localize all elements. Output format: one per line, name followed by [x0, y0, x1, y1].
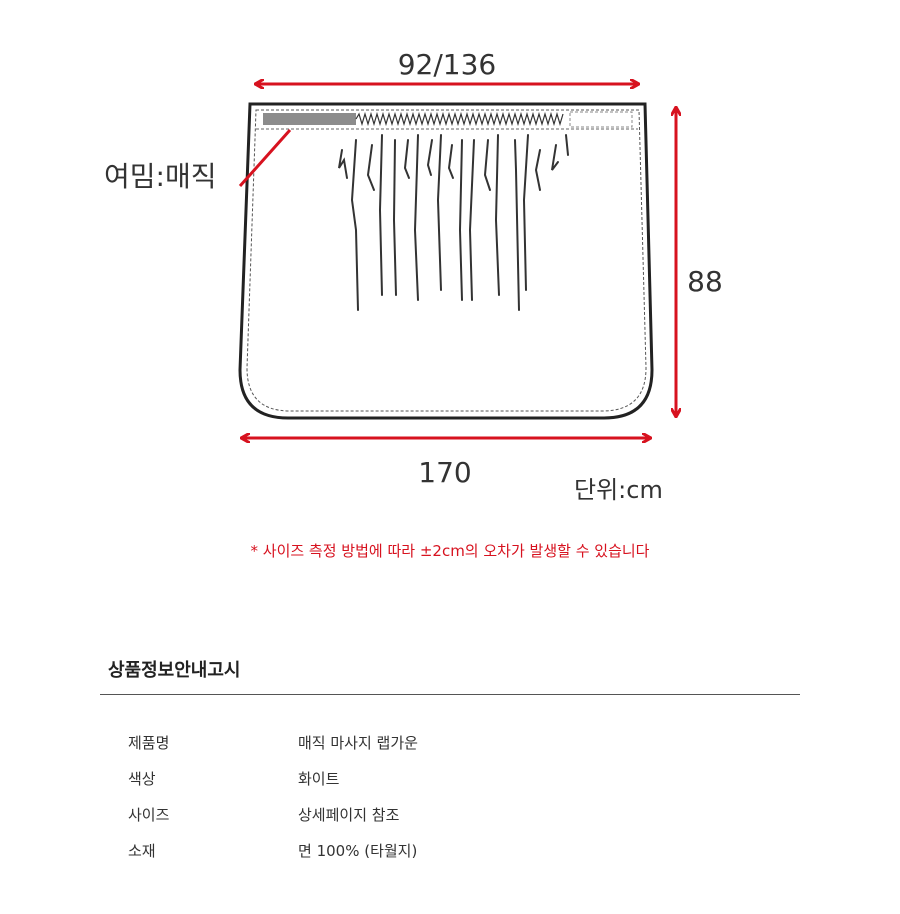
bottom-width-label: 170	[418, 456, 471, 489]
info-label: 색상	[128, 769, 156, 788]
product-info-table: 제품명 매직 마사지 랩가운 색상 화이트 사이즈 상세페이지 참조 소재 면 …	[128, 724, 800, 868]
size-diagram: 92/136 88 170 여밈:매직 단위:cm	[104, 48, 723, 504]
height-label: 88	[687, 265, 723, 298]
zigzag-stitch	[355, 111, 564, 127]
info-label: 제품명	[128, 733, 170, 752]
size-note: * 사이즈 측정 방법에 따라 ±2cm의 오차가 발생할 수 있습니다	[250, 542, 650, 560]
info-row-material: 소재 면 100% (타월지)	[128, 832, 800, 868]
info-row-size: 사이즈 상세페이지 참조	[128, 796, 800, 832]
info-row-product-name: 제품명 매직 마사지 랩가운	[128, 724, 800, 760]
velcro-strip	[263, 113, 356, 125]
section-divider	[100, 694, 800, 695]
info-value: 상세페이지 참조	[298, 805, 400, 824]
garment-outline	[238, 102, 654, 420]
hem-label: 여밈:매직	[104, 160, 216, 193]
top-width-label: 92/136	[398, 48, 497, 81]
garment-stitching	[246, 109, 647, 412]
info-value: 화이트	[298, 769, 340, 788]
info-row-color: 색상 화이트	[128, 760, 800, 796]
info-value: 매직 마사지 랩가운	[298, 733, 418, 752]
waistband-pocket	[569, 111, 633, 128]
info-value: 면 100% (타월지)	[298, 841, 418, 860]
info-label: 소재	[128, 841, 156, 860]
product-info-title: 상품정보안내고시	[108, 660, 241, 681]
info-label: 사이즈	[128, 805, 170, 824]
fold-lines	[338, 134, 569, 311]
hem-pointer-line	[238, 129, 292, 187]
unit-label: 단위:cm	[574, 476, 663, 504]
